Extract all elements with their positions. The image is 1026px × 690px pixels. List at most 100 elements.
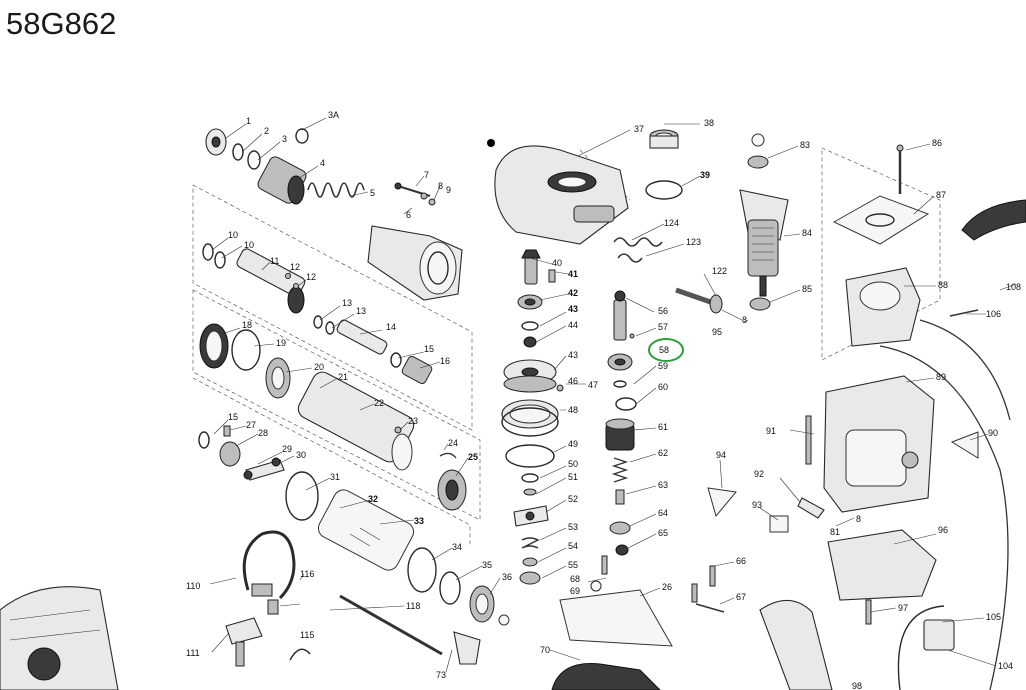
label-22: 22 <box>374 398 384 408</box>
part-63-pin <box>615 489 625 505</box>
label-32: 32 <box>368 494 378 504</box>
part-90-label <box>950 431 979 459</box>
parts-8-9-screws <box>420 192 436 206</box>
part-73-bracket <box>453 631 481 665</box>
part-43-washer <box>521 321 539 331</box>
label-14: 14 <box>386 322 396 332</box>
part-34-ring <box>407 547 437 593</box>
part-21-cylinder <box>297 371 415 471</box>
label-88: 88 <box>938 280 948 290</box>
part-39-o-ring <box>645 180 683 200</box>
label-55: 55 <box>568 560 578 570</box>
label-57: 57 <box>658 322 668 332</box>
label-97: 97 <box>898 603 908 613</box>
label-12b: 12 <box>306 272 316 282</box>
label-8b: 8 <box>742 315 747 325</box>
part-20-bearing <box>265 357 291 399</box>
part-50-51-washers <box>521 473 539 496</box>
part-40-gear-shaft <box>521 249 541 285</box>
part-41-key <box>548 269 556 283</box>
part-45-gear <box>503 359 557 393</box>
label-46: 46 <box>568 376 578 386</box>
part-91-screw <box>805 415 812 465</box>
label-6: 6 <box>406 210 411 220</box>
label-34: 34 <box>452 542 462 552</box>
label-8: 8 <box>438 181 443 191</box>
label-98: 98 <box>852 681 862 690</box>
part-85-bearing <box>749 297 771 311</box>
part-59-washer <box>613 380 627 388</box>
label-3A: 3A <box>328 110 339 120</box>
label-49: 49 <box>568 439 578 449</box>
label-105: 105 <box>986 612 1001 622</box>
label-23: 23 <box>408 416 418 426</box>
part-111-knob <box>225 617 263 667</box>
label-3: 3 <box>282 134 287 144</box>
part-38-seal <box>649 129 679 149</box>
part-35-circlip <box>439 571 461 605</box>
label-118: 118 <box>406 601 420 611</box>
label-12a: 12 <box>290 262 300 272</box>
part-46-47-pin <box>556 384 564 392</box>
label-50: 50 <box>568 459 578 469</box>
label-1: 1 <box>246 116 251 126</box>
part-124-spring <box>613 237 663 247</box>
label-60: 60 <box>658 382 668 392</box>
label-64: 64 <box>658 508 668 518</box>
label-33: 33 <box>414 516 424 526</box>
label-2: 2 <box>264 126 269 136</box>
part-86-screw <box>896 144 904 194</box>
part-30-nut <box>271 457 281 467</box>
label-4: 4 <box>320 158 325 168</box>
label-47: 47 <box>588 380 598 390</box>
label-19: 19 <box>276 338 286 348</box>
part-123-spring <box>617 253 643 263</box>
label-43a: 43 <box>568 304 578 314</box>
label-93: 93 <box>752 500 762 510</box>
part-70-housing <box>551 663 661 690</box>
part-106-cable <box>949 309 979 317</box>
part-31-ring <box>285 471 319 521</box>
model-title: 58G862 <box>6 6 117 41</box>
label-111: 111 <box>186 648 200 658</box>
label-18: 18 <box>242 320 252 330</box>
label-13a: 13 <box>342 298 352 308</box>
label-65: 65 <box>658 528 668 538</box>
label-84: 84 <box>802 228 812 238</box>
part-94-plate <box>707 487 737 518</box>
label-26: 26 <box>662 582 672 592</box>
label-96: 96 <box>938 525 948 535</box>
label-29: 29 <box>282 444 292 454</box>
part-25-clutch <box>437 469 467 511</box>
part-104-105-switch <box>897 605 955 690</box>
label-58: 58 <box>659 345 669 355</box>
part-3-ring <box>247 150 261 170</box>
label-53: 53 <box>568 522 578 532</box>
label-7: 7 <box>424 170 429 180</box>
part-23-pin <box>394 426 402 434</box>
part-64-bearing <box>609 521 631 535</box>
part-88-stator <box>845 267 921 347</box>
label-36: 36 <box>502 572 512 582</box>
label-68: 68 <box>570 574 580 584</box>
part-4-sleeve <box>257 156 307 205</box>
part-96-cover <box>827 529 937 601</box>
label-89: 89 <box>936 372 946 382</box>
part-27-pin <box>223 425 231 437</box>
part-28-bushing <box>219 441 241 467</box>
label-66: 66 <box>736 556 746 566</box>
label-69: 69 <box>570 586 580 596</box>
label-90: 90 <box>988 428 998 438</box>
part-44-nut <box>523 336 537 348</box>
label-27: 27 <box>246 420 256 430</box>
part-57-pin <box>629 333 635 339</box>
label-5: 5 <box>370 188 375 198</box>
part-108-handle <box>961 199 1026 241</box>
part-37-gear-housing-cover <box>487 139 629 245</box>
part-87-plate <box>832 195 930 245</box>
label-116: 116 <box>300 569 314 579</box>
label-24: 24 <box>448 438 458 448</box>
label-62: 62 <box>658 448 668 458</box>
label-28: 28 <box>258 428 268 438</box>
